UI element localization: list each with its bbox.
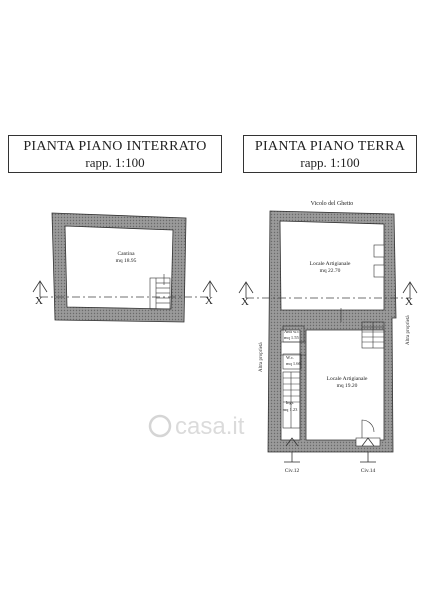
door-swing: [361, 419, 375, 440]
room-wc-area: mq 1.66: [286, 361, 302, 366]
room-antiwc-area: mq 1.55: [284, 335, 300, 340]
neighbor-left: Altra proprietà: [259, 342, 264, 372]
section-marker-left-a: [32, 280, 48, 297]
section-label-left-a: X: [35, 295, 43, 307]
room-locale-bottom-area: mq 19.20: [337, 383, 358, 389]
civic-label-14: Civ.14: [361, 468, 376, 474]
wall-interrato: [51, 212, 187, 323]
room-wc-name: W.c.: [286, 355, 294, 360]
entrance-arrow-civ14: [360, 437, 376, 463]
notch-upper: [373, 244, 385, 258]
room-ingr-area: mq 1.23: [283, 407, 299, 412]
partitions: [281, 308, 342, 370]
section-label-left-b: X: [205, 295, 213, 307]
room-antiwc-name: Anti w.c.: [284, 329, 300, 334]
watermark: casa.it: [148, 413, 245, 440]
stairs-terra-lower: [282, 371, 301, 429]
section-label-right-a: X: [241, 296, 249, 308]
room-locale-bottom-name: Locale Artigianale: [327, 376, 368, 382]
section-marker-right-a: [238, 281, 254, 298]
section-marker-left-b: [202, 280, 218, 297]
scale-terra: rapp. 1:100: [300, 155, 360, 170]
room-cantina-name: Cantina: [117, 251, 135, 257]
title-box-terra: PIANTA PIANO TERRA rapp. 1:100: [243, 135, 417, 173]
stairs-terra-upper: [361, 321, 385, 349]
room-locale-top-name: Locale Artigianale: [310, 261, 351, 267]
title-box-interrato: PIANTA PIANO INTERRATO rapp. 1:100: [8, 135, 222, 173]
room-locale-top-area: mq 22.70: [320, 268, 341, 274]
watermark-text: casa.it: [175, 413, 245, 440]
title-terra: PIANTA PIANO TERRA: [254, 139, 406, 154]
civic-label-12: Civ.12: [285, 468, 300, 474]
section-label-right-b: X: [405, 296, 413, 308]
stairs-interrato: [149, 274, 171, 310]
notch-upper-2: [373, 264, 385, 278]
street-label: Vicolo del Ghetto: [311, 201, 354, 207]
door-bottom: [355, 437, 381, 447]
room-cantina-area: mq 18.95: [116, 258, 137, 264]
entrance-arrow-civ12: [284, 437, 300, 463]
room-ingr-name: Ingr.: [286, 400, 294, 405]
scale-interrato: rapp. 1:100: [85, 155, 145, 170]
section-marker-right-b: [402, 281, 418, 298]
neighbor-right: Altra proprietà: [406, 315, 411, 345]
plan-terra: Vicolo del Ghetto: [238, 201, 418, 474]
title-interrato: PIANTA PIANO INTERRATO: [23, 139, 207, 154]
watermark-logo-icon: [148, 414, 172, 438]
plan-interrato: X X Cantina mq 18.95: [32, 212, 218, 323]
